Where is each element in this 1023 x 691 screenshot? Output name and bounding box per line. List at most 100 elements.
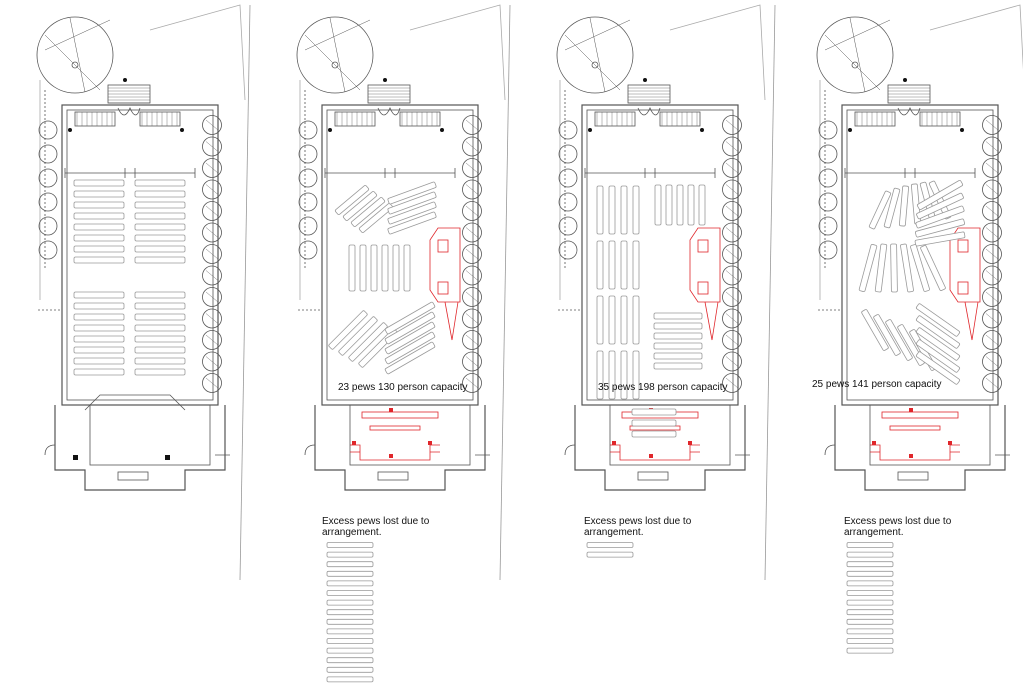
pew — [134, 346, 186, 354]
tree — [982, 136, 1002, 157]
pew — [134, 223, 186, 231]
pew — [920, 245, 946, 291]
tree-canopy-lines — [564, 17, 631, 93]
tree-line — [205, 313, 219, 324]
tree-line — [985, 205, 999, 217]
hedge — [558, 90, 582, 311]
pew — [73, 368, 125, 376]
pew — [898, 185, 910, 227]
pew — [846, 561, 894, 568]
tree-line — [985, 270, 999, 281]
tree — [462, 222, 482, 243]
stage-marker — [872, 441, 876, 445]
pew — [653, 362, 703, 370]
ramp — [444, 301, 459, 341]
pew — [134, 245, 186, 253]
pew — [73, 179, 125, 187]
tree-line — [465, 313, 479, 324]
pew — [883, 187, 901, 229]
tree — [298, 216, 318, 236]
tree-canopy-lines — [44, 17, 111, 93]
tree-canopy — [36, 16, 114, 94]
pew — [653, 312, 703, 320]
tree — [982, 351, 1002, 372]
pew — [928, 180, 952, 220]
tree — [558, 144, 578, 164]
tree — [722, 179, 742, 200]
tree — [202, 287, 222, 307]
pew — [620, 295, 628, 345]
pew — [73, 346, 125, 354]
pew — [916, 180, 964, 210]
pews — [596, 184, 706, 438]
pulpit — [437, 239, 449, 253]
pew — [134, 357, 186, 365]
altar-rail — [889, 425, 941, 431]
tree — [38, 144, 58, 164]
pew — [134, 313, 186, 321]
pew — [915, 339, 961, 373]
tree — [298, 144, 318, 164]
pew — [846, 590, 894, 596]
pew — [596, 350, 604, 400]
tree — [722, 201, 742, 221]
tree — [982, 287, 1002, 307]
pew — [846, 580, 894, 587]
pew — [326, 628, 374, 635]
pew — [134, 302, 186, 310]
tree-line — [725, 377, 739, 389]
tree — [982, 244, 1002, 264]
tree-line — [725, 184, 739, 195]
pew — [134, 212, 186, 220]
stage — [870, 444, 960, 461]
tree — [558, 240, 578, 260]
pew — [846, 647, 894, 654]
tree-line — [725, 356, 739, 367]
tree — [722, 373, 742, 393]
pew — [359, 244, 367, 292]
pew — [874, 243, 888, 293]
tree — [818, 240, 838, 260]
stage — [350, 444, 440, 461]
pew — [73, 324, 125, 332]
tree — [982, 158, 1002, 178]
tree — [462, 136, 482, 157]
tree-line — [465, 291, 479, 303]
tree-line — [725, 162, 739, 174]
tree — [722, 115, 742, 135]
pew — [73, 256, 125, 264]
caption-option-c: 25 pews 141 person capacity — [812, 379, 942, 390]
tree — [298, 168, 318, 188]
tree-line — [465, 356, 479, 367]
tree — [722, 308, 742, 329]
column-marker — [165, 455, 170, 460]
column-marker — [328, 128, 332, 132]
tree — [462, 308, 482, 329]
annex-wall — [314, 405, 486, 491]
tree — [202, 222, 222, 243]
pew — [915, 315, 961, 349]
tree-line — [205, 141, 219, 152]
pew — [384, 301, 436, 335]
pew — [134, 256, 186, 264]
tree-line — [725, 291, 739, 303]
pew — [134, 179, 186, 187]
tree-line — [985, 356, 999, 367]
staircase-right — [919, 111, 961, 127]
pew — [653, 342, 703, 350]
pew — [846, 551, 894, 558]
site-boundary — [819, 4, 1023, 300]
pew — [384, 311, 436, 345]
pew — [326, 590, 374, 596]
tree — [982, 115, 1002, 135]
tree-line — [465, 270, 479, 281]
nave-inner-wall — [66, 109, 214, 401]
annex-fixture — [897, 471, 929, 481]
panel-option-c — [816, 4, 1023, 654]
tree-line — [465, 377, 479, 389]
tree — [462, 244, 482, 264]
pew — [676, 184, 684, 226]
pew — [387, 181, 437, 205]
pew — [326, 647, 374, 654]
pew — [915, 205, 965, 229]
